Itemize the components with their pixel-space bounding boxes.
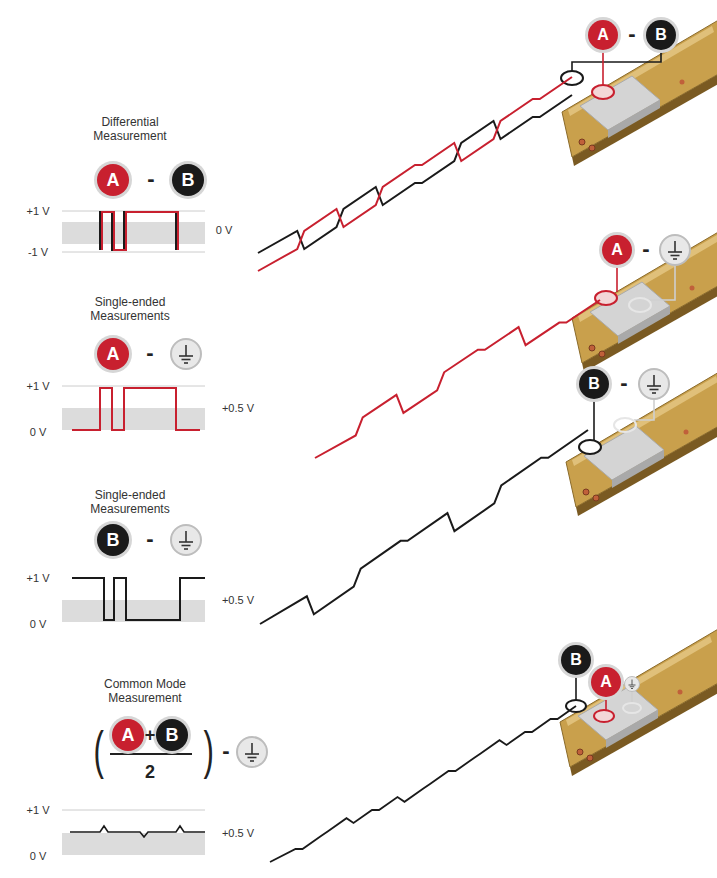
axis-label: +1 V xyxy=(27,804,50,817)
axis-label: 0 V xyxy=(30,850,47,863)
axis-label: +1 V xyxy=(27,205,50,218)
measurement-title: Common Mode Measurement xyxy=(90,678,200,706)
probe-badge: A xyxy=(97,164,129,196)
signal-trace xyxy=(315,300,600,458)
signal-trace xyxy=(260,430,588,624)
probe-badge: A xyxy=(588,20,618,50)
axis-label: +1 V xyxy=(27,572,50,585)
probe-badge: B xyxy=(561,645,591,675)
badge-letter: B xyxy=(570,651,582,669)
badge-letter: A xyxy=(611,241,623,259)
probe-badge: B xyxy=(172,164,204,196)
formula-symbol: - xyxy=(628,21,635,46)
badge-letter: A xyxy=(107,344,120,365)
axis-label: 0 V xyxy=(216,224,233,237)
formula-symbol: - xyxy=(146,340,153,365)
badge-letter: B xyxy=(655,26,667,44)
measurement-title: Single-ended Measurements xyxy=(75,296,185,324)
axis-label: +0.5 V xyxy=(222,402,254,415)
probe-badge: B xyxy=(97,524,129,556)
probe-badge: B xyxy=(579,369,609,399)
axis-label: +1 V xyxy=(27,380,50,393)
probe-badge: A xyxy=(97,338,129,370)
axis-label: 0 V xyxy=(30,618,47,631)
signal-trace xyxy=(258,77,572,271)
formula-symbol: - xyxy=(147,166,154,191)
axis-label: -1 V xyxy=(28,246,48,259)
badge-letter: B xyxy=(588,375,600,393)
badge-letter: B xyxy=(107,530,120,551)
measurement-title: Single-ended Measurements xyxy=(75,489,185,517)
badge-letter: B xyxy=(166,725,179,746)
probe-badge: B xyxy=(646,20,676,50)
axis-label: +0.5 V xyxy=(222,827,254,840)
formula-symbol: - xyxy=(222,738,229,763)
formula-symbol: - xyxy=(146,526,153,551)
badge-letter: A xyxy=(597,26,609,44)
axis-label: 0 V xyxy=(30,426,47,439)
probe-badge: B xyxy=(156,719,188,751)
badge-letter: A xyxy=(600,673,612,691)
measurement-title: Differential Measurement xyxy=(75,116,185,144)
formula-symbol: - xyxy=(642,236,649,261)
badge-letter: A xyxy=(107,170,120,191)
formula-symbol: + xyxy=(145,725,156,746)
probe-badge: A xyxy=(591,667,621,697)
axis-label: +0.5 V xyxy=(222,594,254,607)
signal-trace xyxy=(270,706,576,862)
badge-letter: A xyxy=(122,725,135,746)
probe-badge: A xyxy=(602,235,632,265)
formula-symbol: ) xyxy=(203,724,213,776)
formula-symbol: - xyxy=(620,370,627,395)
formula-symbol: 2 xyxy=(145,762,155,783)
probe-badge: A xyxy=(112,719,144,751)
formula-symbol: ( xyxy=(93,724,103,776)
badge-letter: B xyxy=(182,170,195,191)
